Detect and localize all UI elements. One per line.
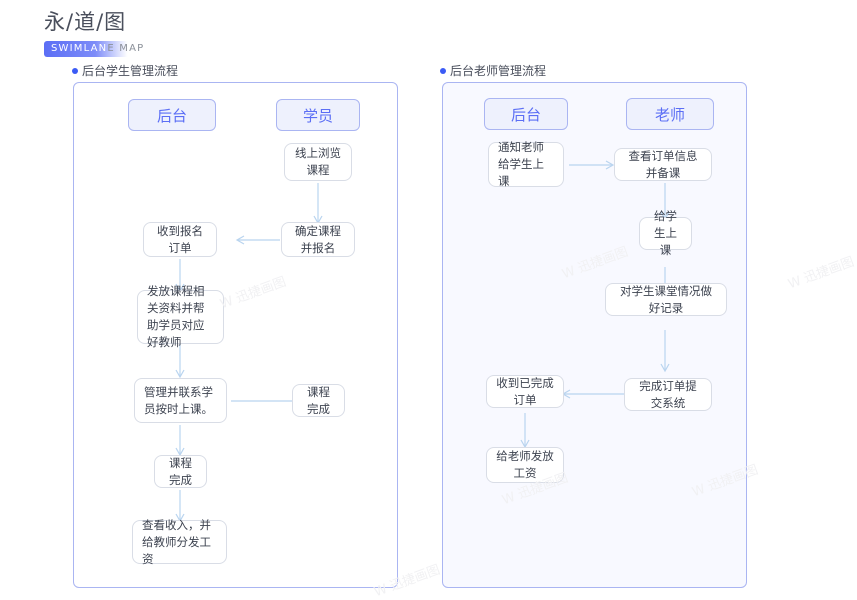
flow-node-l1[interactable]: 线上浏览课程: [284, 143, 352, 181]
flow-node-r6[interactable]: 收到已完成订单: [486, 375, 564, 408]
section-caption-left: 后台学生管理流程: [72, 62, 178, 79]
lane-header-right-teacher[interactable]: 老师: [626, 98, 714, 130]
flow-node-l4[interactable]: 发放课程相关资料并帮助学员对应好教师: [137, 284, 224, 349]
flow-node-r1[interactable]: 通知老师给学生上课: [488, 140, 564, 188]
flow-node-label: 给老师发放工资: [496, 449, 554, 480]
flow-node-l3[interactable]: 收到报名订单: [143, 222, 217, 257]
flow-node-label: 收到已完成订单: [496, 375, 554, 407]
brand-title: 永/道/图: [44, 10, 127, 34]
lane-header-left-backend[interactable]: 后台: [128, 99, 216, 131]
flow-node-label: 管理并联系学员按时上课。: [144, 384, 213, 416]
watermark: W 迅捷画图: [786, 254, 857, 293]
flow-node-label: 课程完成: [169, 455, 192, 487]
flow-node-l5[interactable]: 管理并联系学员按时上课。: [134, 378, 227, 423]
brand-header: 永/道/图 SWIMLANE MAP: [44, 8, 152, 57]
flow-node-label: 确定课程并报名: [295, 223, 341, 255]
flow-node-label: 完成订单提交系统: [639, 378, 697, 410]
flow-node-l8[interactable]: 查看收入，并给教师分发工资: [132, 518, 227, 566]
flow-node-label: 发放课程相关资料并帮助学员对应好教师: [147, 284, 205, 349]
section-caption-left-label: 后台学生管理流程: [82, 64, 179, 78]
flow-node-r3[interactable]: 给学生上课: [639, 209, 692, 257]
flow-node-label: 给学生上课: [654, 209, 677, 257]
flow-node-l7[interactable]: 课程完成: [154, 455, 207, 488]
lane-header-left-student[interactable]: 学员: [276, 99, 360, 131]
brand-badge-main: SWIMLAN: [51, 43, 108, 54]
bullet-dot-icon: [440, 67, 446, 74]
section-caption-right-label: 后台老师管理流程: [450, 64, 547, 78]
flow-node-r2[interactable]: 查看订单信息并备课: [614, 148, 712, 181]
lane-header-label: 后台: [156, 106, 187, 125]
flow-node-l2[interactable]: 确定课程并报名: [281, 222, 355, 257]
flow-node-r7[interactable]: 给老师发放工资: [486, 447, 564, 483]
flow-node-label: 收到报名订单: [157, 223, 203, 255]
flow-node-r4[interactable]: 对学生课堂情况做好记录: [605, 283, 727, 316]
flow-node-label: 通知老师给学生上课: [498, 140, 544, 188]
brand-badge-tail: E MAP: [107, 43, 145, 54]
flow-node-r5[interactable]: 完成订单提交系统: [624, 378, 712, 411]
flow-node-label: 查看订单信息并备课: [628, 148, 698, 180]
lane-header-label: 后台: [510, 105, 541, 124]
lane-header-right-backend[interactable]: 后台: [484, 98, 568, 130]
lane-header-label: 老师: [654, 105, 685, 124]
flow-node-label: 对学生课堂情况做好记录: [620, 283, 712, 315]
lane-header-label: 学员: [302, 106, 333, 125]
flow-node-l6[interactable]: 课程完成: [292, 384, 345, 417]
brand-badge: SWIMLANE MAP: [44, 41, 152, 57]
flow-node-label: 课程完成: [307, 384, 330, 416]
bullet-dot-icon: [72, 67, 78, 74]
flow-node-label: 线上浏览课程: [295, 146, 341, 177]
flow-node-label: 查看收入，并给教师分发工资: [142, 517, 211, 566]
section-caption-right: 后台老师管理流程: [440, 62, 546, 79]
